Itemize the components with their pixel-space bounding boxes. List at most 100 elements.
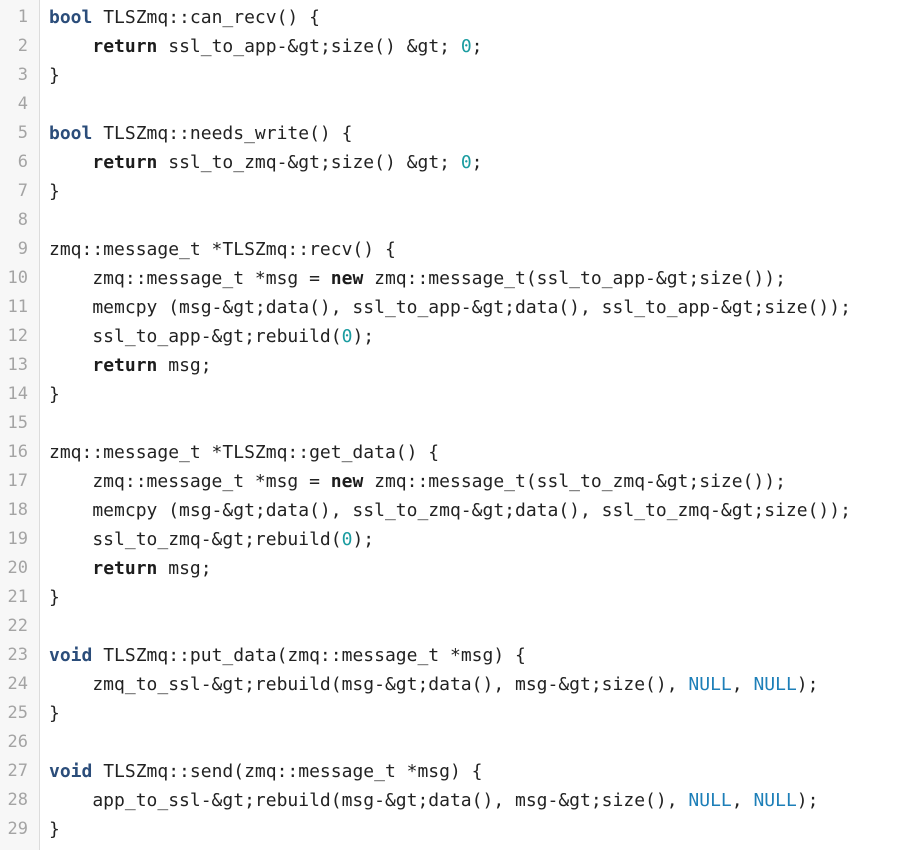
type-keyword-token: void [49,645,93,666]
code-token: msg; [157,558,212,579]
code-line[interactable]: return msg; [49,554,904,583]
code-token: zmq::message_t *msg = [49,471,331,492]
line-number: 12 [7,326,28,346]
code-line[interactable]: } [49,699,904,728]
keyword-token: return [92,355,158,376]
keyword-token: return [92,36,158,57]
number-literal-token: 0 [341,326,353,347]
line-number: 13 [7,355,28,375]
code-token: } [49,181,60,202]
code-token: zmq::message_t(ssl_to_zmq-&gt;size()); [363,471,786,492]
code-token: } [49,587,60,608]
line-number: 17 [7,471,28,491]
line-number: 3 [17,65,28,85]
code-line[interactable]: zmq::message_t *msg = new zmq::message_t… [49,467,904,496]
code-line[interactable]: ssl_to_zmq-&gt;rebuild(0); [49,525,904,554]
number-literal-token: 0 [341,529,353,550]
keyword-token: new [330,471,364,492]
code-token: ); [352,326,375,347]
code-token: ; [471,152,483,173]
code-token: msg; [157,355,212,376]
code-line[interactable] [49,90,904,119]
line-number: 1 [17,7,28,27]
code-token: ); [796,674,819,695]
type-keyword-token: void [49,761,93,782]
code-token: zmq_to_ssl-&gt;rebuild(msg-&gt;data(), m… [49,674,689,695]
number-literal-token: 0 [460,36,472,57]
code-line[interactable]: return msg; [49,351,904,380]
code-token: memcpy (msg-&gt;data(), ssl_to_zmq-&gt;d… [49,500,851,521]
line-number: 18 [7,500,28,520]
code-line[interactable]: memcpy (msg-&gt;data(), ssl_to_zmq-&gt;d… [49,496,904,525]
code-token: app_to_ssl-&gt;rebuild(msg-&gt;data(), m… [49,790,689,811]
code-line[interactable]: app_to_ssl-&gt;rebuild(msg-&gt;data(), m… [49,786,904,815]
type-keyword-token: bool [49,123,93,144]
code-token: zmq::message_t *TLSZmq::get_data() { [49,442,440,463]
line-number: 6 [17,152,28,172]
code-line[interactable]: } [49,177,904,206]
line-number: 27 [7,761,28,781]
keyword-token: return [92,152,158,173]
code-token: ssl_to_zmq-&gt;size() &gt; [157,152,461,173]
type-keyword-token: bool [49,7,93,28]
code-token [49,36,92,57]
code-token: ssl_to_app-&gt;size() &gt; [157,36,461,57]
code-token: zmq::message_t *TLSZmq::recv() { [49,239,396,260]
line-number: 11 [7,297,28,317]
code-line[interactable]: } [49,815,904,844]
code-line[interactable]: void TLSZmq::put_data(zmq::message_t *ms… [49,641,904,670]
code-line[interactable]: zmq::message_t *TLSZmq::get_data() { [49,438,904,467]
line-number: 26 [7,732,28,752]
line-number: 5 [17,123,28,143]
constant-token: NULL [688,674,732,695]
code-token: , [731,790,754,811]
code-line[interactable]: } [49,61,904,90]
code-token: TLSZmq::can_recv() { [92,7,320,28]
line-number: 29 [7,819,28,839]
line-number: 25 [7,703,28,723]
code-token: zmq::message_t(ssl_to_app-&gt;size()); [363,268,786,289]
code-token: ); [796,790,819,811]
line-number: 23 [7,645,28,665]
line-number: 19 [7,529,28,549]
keyword-token: return [92,558,158,579]
code-token: } [49,703,60,724]
code-line[interactable]: void TLSZmq::send(zmq::message_t *msg) { [49,757,904,786]
line-number: 7 [17,181,28,201]
code-line[interactable] [49,612,904,641]
number-literal-token: 0 [460,152,472,173]
code-line[interactable]: } [49,583,904,612]
code-line[interactable]: zmq::message_t *msg = new zmq::message_t… [49,264,904,293]
code-area[interactable]: bool TLSZmq::can_recv() { return ssl_to_… [40,0,904,850]
line-number: 22 [7,616,28,636]
code-line[interactable]: memcpy (msg-&gt;data(), ssl_to_app-&gt;d… [49,293,904,322]
code-line[interactable]: bool TLSZmq::can_recv() { [49,3,904,32]
line-number: 21 [7,587,28,607]
line-number: 20 [7,558,28,578]
line-number: 10 [7,268,28,288]
code-line[interactable] [49,409,904,438]
code-line[interactable]: zmq::message_t *TLSZmq::recv() { [49,235,904,264]
code-line[interactable]: return ssl_to_zmq-&gt;size() &gt; 0; [49,148,904,177]
code-line[interactable]: zmq_to_ssl-&gt;rebuild(msg-&gt;data(), m… [49,670,904,699]
line-number: 2 [17,36,28,56]
line-number: 28 [7,790,28,810]
code-line[interactable] [49,206,904,235]
code-token: , [731,674,754,695]
code-line[interactable]: return ssl_to_app-&gt;size() &gt; 0; [49,32,904,61]
code-token: } [49,384,60,405]
code-line[interactable] [49,728,904,757]
code-line[interactable]: } [49,380,904,409]
constant-token: NULL [753,674,797,695]
code-token: TLSZmq::needs_write() { [92,123,353,144]
code-token: ssl_to_app-&gt;rebuild( [49,326,342,347]
constant-token: NULL [753,790,797,811]
line-number: 16 [7,442,28,462]
code-token: zmq::message_t *msg = [49,268,331,289]
code-token: ; [471,36,483,57]
line-number: 4 [17,94,28,114]
code-line[interactable]: bool TLSZmq::needs_write() { [49,119,904,148]
code-line[interactable]: ssl_to_app-&gt;rebuild(0); [49,322,904,351]
